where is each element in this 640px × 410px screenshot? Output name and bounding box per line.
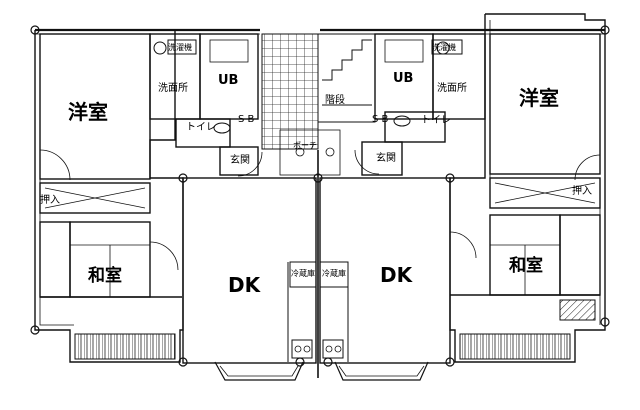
columns [30,25,610,367]
right-entrance [361,141,403,176]
left-toilet-label: トイレ [186,122,216,133]
left-japanese-closet [39,221,71,298]
right-stairs [317,33,376,123]
left-western-label: 洋室 [68,100,108,124]
left-washroom-label: 洗面所 [158,83,188,94]
left-dk-label: DK [228,273,261,297]
left-closet-top [39,182,151,214]
right-japanese-closet [559,214,601,296]
right-entrance-label: 玄関 [376,153,396,164]
right-western-room [489,33,601,175]
left-washer-label: 洗濯機 [168,43,192,52]
right-toilet [384,111,446,143]
right-western-label: 洋室 [519,86,559,110]
right-bath-label: UB [393,71,414,86]
right-toilet-label: トイレ [421,115,451,126]
left-stair-tiles [261,33,319,150]
left-entrance [219,146,259,176]
left-toilet [175,118,231,148]
left-bath-label: UB [218,73,239,88]
right-sb-label: S B [372,114,389,125]
right-dk-label: DK [380,263,413,287]
stairs-label: 階段 [325,95,345,106]
left-fridge-label: 冷蔵庫 [291,269,315,278]
right-washer-label: 洗濯機 [432,43,456,52]
right-closet-top [489,177,601,209]
right-washroom [432,33,486,120]
porch [279,129,341,176]
porch-label: ポーチ [293,141,317,150]
left-veranda [74,333,176,360]
right-japanese-label: 和室 [509,256,543,276]
right-fridge-label: 冷蔵庫 [322,269,346,278]
right-washroom-label: 洗面所 [437,83,467,94]
left-entrance-label: 玄関 [230,155,250,166]
right-veranda [459,333,571,360]
left-japanese-label: 和室 [88,266,122,286]
left-closet-label: 押入 [40,195,60,206]
right-closet-label: 押入 [572,186,592,197]
left-sb-label: S B [238,114,255,125]
